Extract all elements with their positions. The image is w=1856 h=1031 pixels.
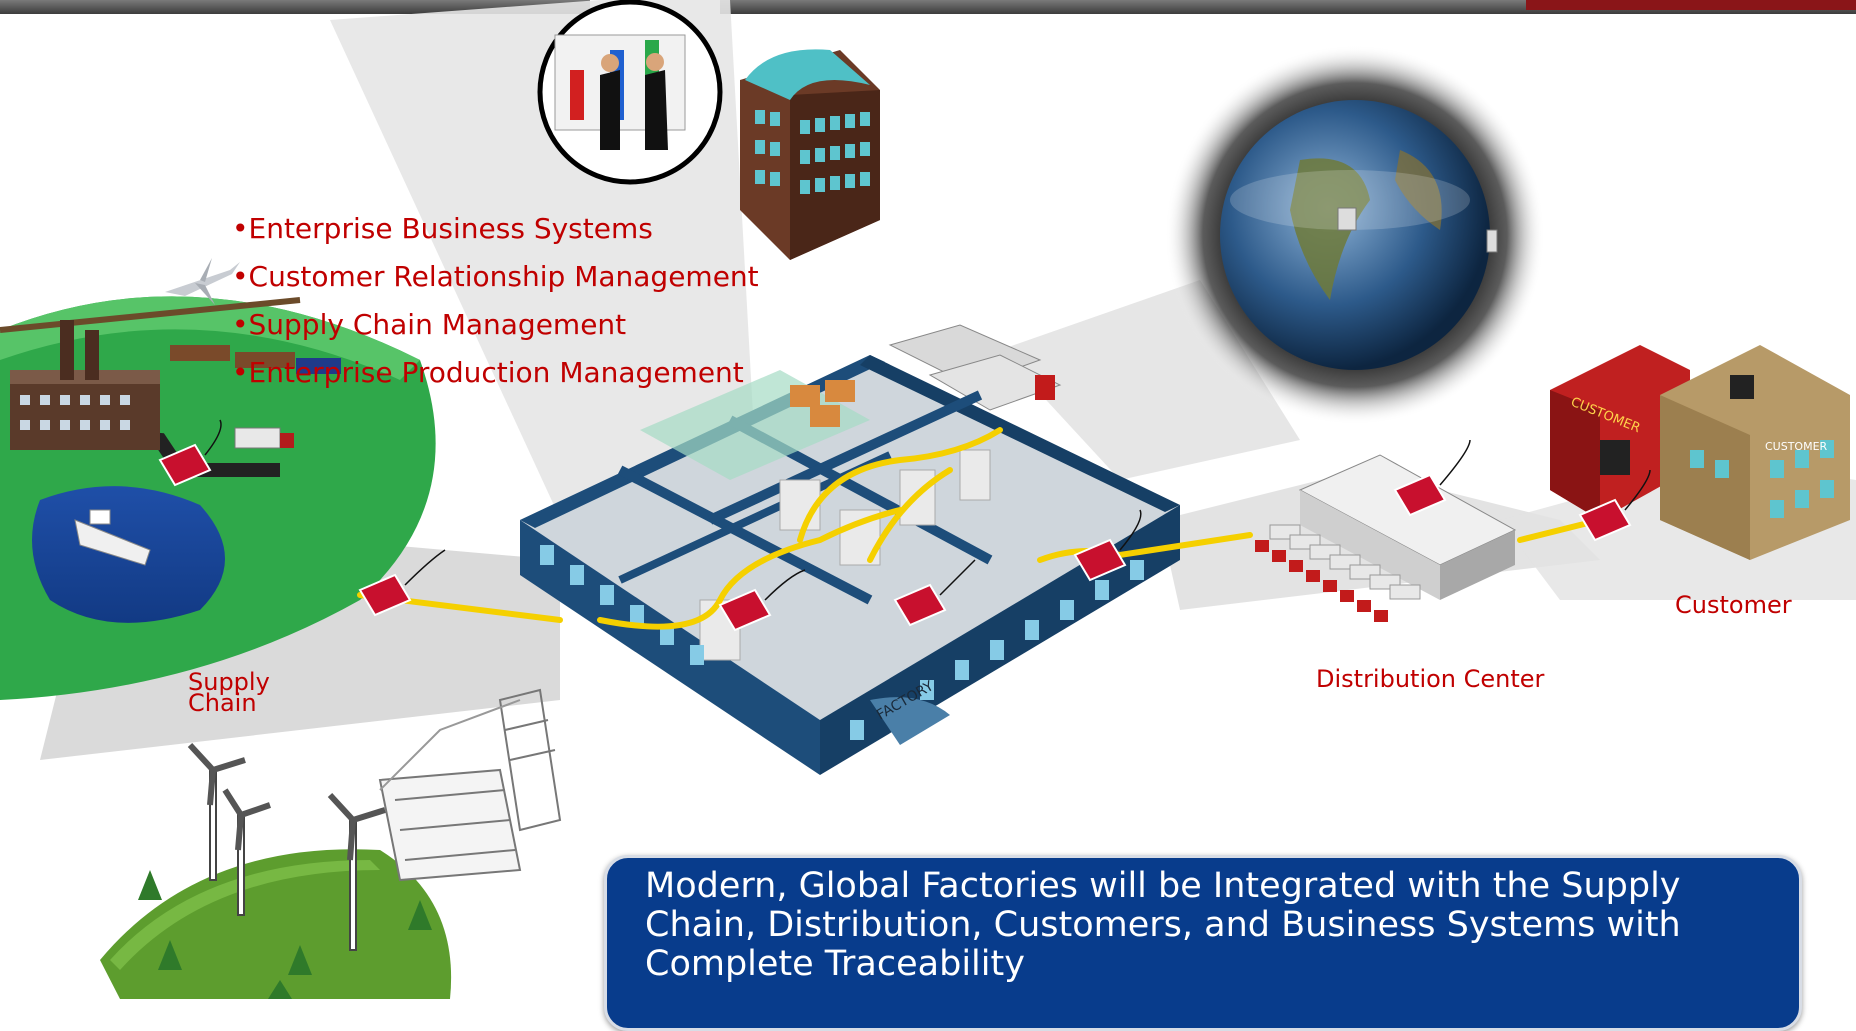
airplane-icon bbox=[165, 258, 240, 305]
supply-chain-label-line1: Supply bbox=[188, 668, 270, 696]
store-icon: CUSTOMER CUSTOMER bbox=[1550, 345, 1850, 560]
train-icon bbox=[170, 345, 341, 374]
list-item: •Enterprise Production Management bbox=[232, 356, 744, 389]
wind-turbine-icon bbox=[187, 742, 386, 951]
businessmen-chart-icon bbox=[537, 0, 723, 185]
distribution-center-icon bbox=[1255, 454, 1517, 622]
list-item: •Supply Chain Management bbox=[232, 308, 627, 341]
truck-icon bbox=[234, 427, 294, 449]
summary-callout-text: Modern, Global Factories will be Integra… bbox=[645, 866, 1681, 984]
enterprise-systems-list: •Enterprise Business Systems •Customer R… bbox=[232, 205, 759, 397]
list-item: •Customer Relationship Management bbox=[232, 260, 759, 293]
supply-chain-label-line2: Chain bbox=[188, 689, 257, 717]
office-building-icon bbox=[740, 49, 880, 260]
rfid-tag-strings bbox=[204, 419, 1651, 601]
supplier-factory-icon bbox=[10, 320, 160, 450]
integration-diagram: FACTORY CUSTOMER CUSTO bbox=[0, 0, 1856, 999]
customer-label: Customer bbox=[1675, 591, 1792, 619]
supply-chain-label: Supply Chain bbox=[188, 668, 270, 717]
distribution-center-label: Distribution Center bbox=[1316, 665, 1545, 693]
rfid-tag-icon bbox=[158, 443, 1632, 632]
summary-callout: Modern, Global Factories will be Integra… bbox=[604, 855, 1802, 1031]
globe-icon bbox=[1165, 45, 1545, 425]
factory-trucks bbox=[888, 324, 1062, 411]
ship-icon bbox=[74, 509, 151, 566]
header-accent bbox=[1526, 0, 1856, 10]
tree-icon bbox=[138, 870, 432, 999]
list-item: •Enterprise Business Systems bbox=[232, 212, 653, 245]
power-substation-icon bbox=[378, 688, 562, 882]
store-sign-right: CUSTOMER bbox=[1765, 440, 1828, 453]
